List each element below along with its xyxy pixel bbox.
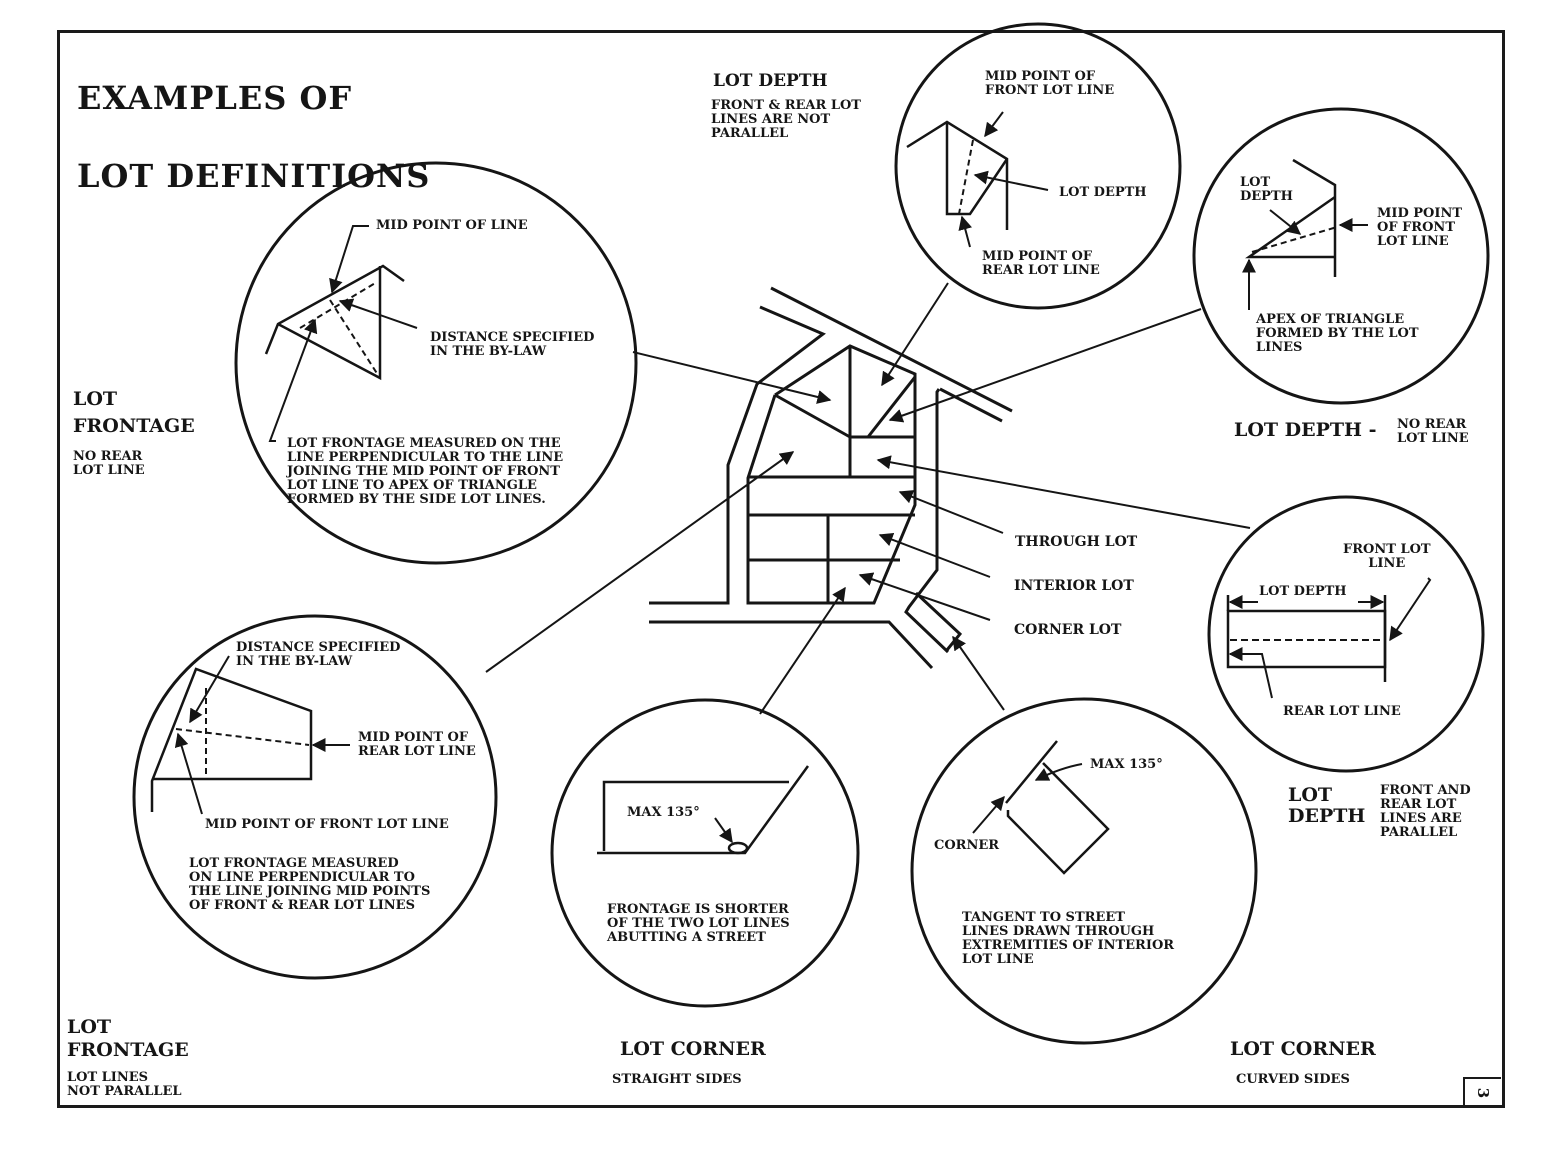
callout-front-mid-point-no-rear: MID POINT OF FRONT LOT LINE [1377,206,1463,250]
callout-rear-mid-point-2: MID POINT OF REAR LOT LINE [358,730,476,760]
callout-corner: CORNER [934,838,1000,853]
frontage-no-rear-description: LOT FRONTAGE MEASURED ON THE LINE PERPEN… [287,436,564,508]
label-interior-lot: INTERIOR LOT [1014,578,1134,594]
callout-lot-depth-parallel: LOT DEPTH [1259,584,1347,599]
title-line-2: LOT DEFINITIONS [77,157,431,196]
title-line-1: EXAMPLES OF [77,79,353,118]
callout-lot-depth: LOT DEPTH [1059,185,1147,200]
circle-depth-no-rear [1192,107,1490,405]
callout-mid-point-of-line: MID POINT OF LINE [376,218,528,233]
callout-max-angle-straight: MAX 135° [627,805,700,820]
callout-front-mid-point: MID POINT OF FRONT LOT LINE [985,69,1115,99]
label-corner-lot: CORNER LOT [1014,622,1122,638]
frontage-no-rear-heading-1: LOT [73,388,118,410]
central-subdivision-plan [649,286,1013,670]
depth-parallel-heading-2: DEPTH [1288,805,1366,827]
frontage-not-parallel-heading-1: LOT [67,1016,112,1038]
callout-lot-depth-no-rear: LOT DEPTH [1240,175,1293,205]
circle-depth-parallel [1207,495,1485,773]
frontage-not-parallel-subtitle: LOT LINES NOT PARALLEL [67,1070,182,1100]
diagram-frame [57,30,1505,1108]
circle-corner-curved [910,697,1258,1045]
callout-max-angle-curved: MAX 135° [1090,757,1163,772]
corner-curved-description: TANGENT TO STREET LINES DRAWN THROUGH EX… [962,910,1175,968]
frontage-no-rear-heading-2: FRONTAGE [73,415,195,437]
diagram-title: EXAMPLES OF LOT DEFINITIONS [77,40,430,235]
callout-rear-mid-point: MID POINT OF REAR LOT LINE [982,249,1100,279]
circle-depth-not-parallel [894,22,1182,310]
frontage-not-parallel-description: LOT FRONTAGE MEASURED ON LINE PERPENDICU… [189,856,431,914]
callout-distance-specified: DISTANCE SPECIFIED IN THE BY-LAW [430,330,595,360]
page-number-box: 3 [1463,1077,1501,1107]
frontage-not-parallel-heading-2: FRONTAGE [67,1039,189,1061]
callout-rear-lot-line: REAR LOT LINE [1283,704,1401,719]
depth-not-parallel-subtitle: FRONT & REAR LOT LINES ARE NOT PARALLEL [711,98,861,142]
depth-not-parallel-heading: LOT DEPTH [713,71,828,91]
corner-curved-heading: LOT CORNER [1230,1038,1376,1060]
corner-curved-subtitle: CURVED SIDES [1236,1072,1350,1087]
circle-corner-straight [550,698,860,1008]
circle-frontage-not-parallel [132,614,498,980]
callout-front-mid-point-2: MID POINT OF FRONT LOT LINE [205,817,449,832]
corner-straight-description: FRONTAGE IS SHORTER OF THE TWO LOT LINES… [607,902,790,946]
corner-straight-heading: LOT CORNER [620,1038,766,1060]
callout-distance-specified-2: DISTANCE SPECIFIED IN THE BY-LAW [236,640,401,670]
label-through-lot: THROUGH LOT [1015,534,1138,550]
circle-frontage-no-rear [234,161,638,565]
depth-no-rear-subtitle: NO REAR LOT LINE [1397,417,1469,447]
callout-apex-of-triangle: APEX OF TRIANGLE FORMED BY THE LOT LINES [1256,312,1419,356]
corner-straight-subtitle: STRAIGHT SIDES [612,1072,742,1087]
frontage-no-rear-subtitle: NO REAR LOT LINE [73,449,145,479]
depth-no-rear-heading: LOT DEPTH - [1234,419,1377,441]
depth-parallel-heading-1: LOT [1288,784,1333,806]
page-number: 3 [1474,1087,1492,1099]
depth-parallel-subtitle: FRONT AND REAR LOT LINES ARE PARALLEL [1380,783,1471,841]
callout-front-lot-line: FRONT LOT LINE [1343,542,1431,572]
